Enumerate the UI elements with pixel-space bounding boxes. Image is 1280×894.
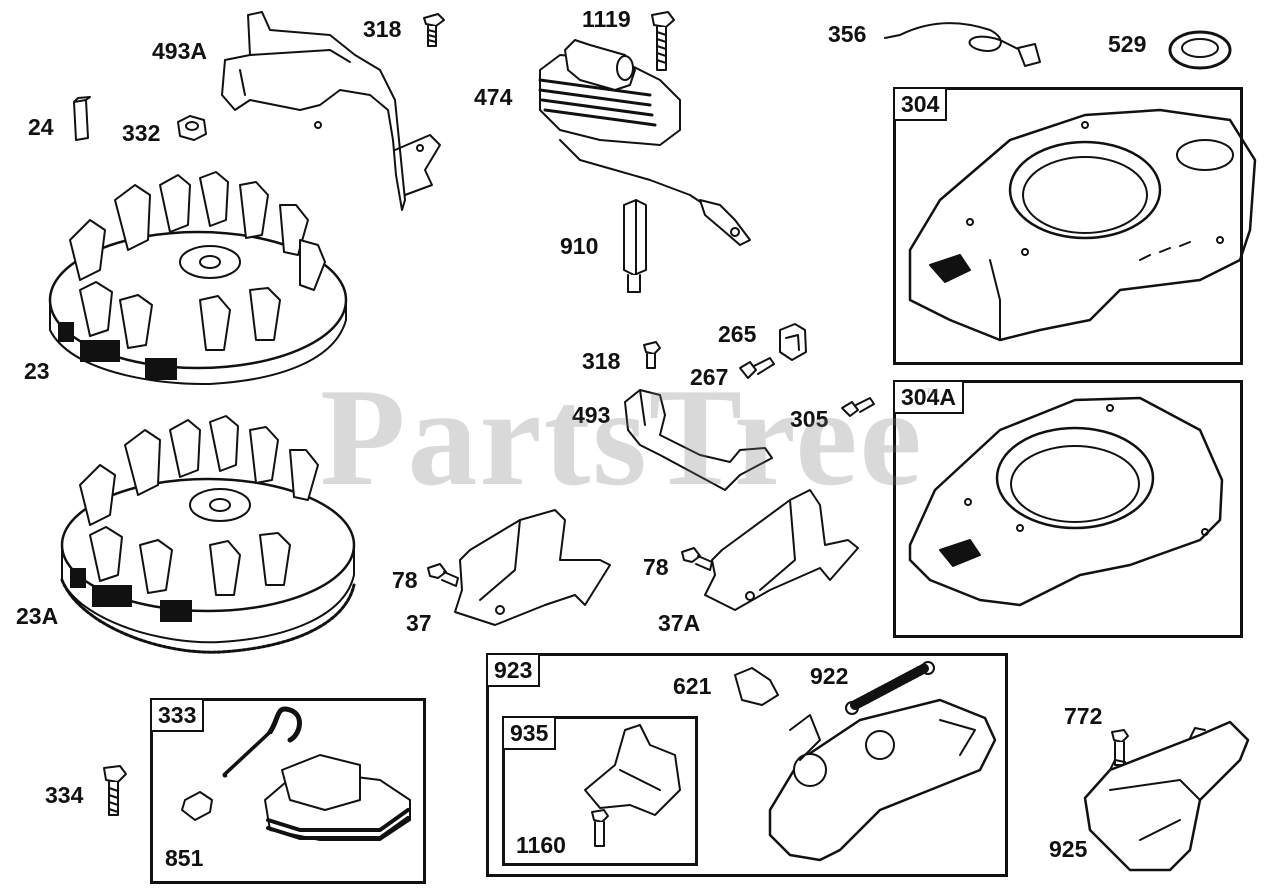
clip-265-part xyxy=(779,323,807,361)
air-guide-37A-part xyxy=(704,489,859,611)
screw-305-part xyxy=(841,397,875,417)
screw-78-left-part xyxy=(427,563,459,587)
blower-housing-304A-part xyxy=(908,396,1224,607)
label-621: 621 xyxy=(673,673,712,699)
label-529: 529 xyxy=(1108,31,1147,57)
frame-304 xyxy=(893,87,1243,365)
label-334: 334 xyxy=(45,782,84,808)
nut-332-part xyxy=(177,115,207,141)
screw-772-part xyxy=(1111,729,1129,766)
label-78-left: 78 xyxy=(392,567,418,593)
screw-318-middle-part xyxy=(643,341,661,369)
label-1160: 1160 xyxy=(516,832,566,858)
bracket-493-part xyxy=(624,389,773,491)
clip-621-part xyxy=(734,667,779,706)
label-24: 24 xyxy=(28,114,54,140)
grommet-529-part xyxy=(1168,30,1232,70)
label-267: 267 xyxy=(690,364,729,390)
label-37A: 37A xyxy=(658,610,701,636)
cover-925-part xyxy=(1083,720,1250,872)
label-318-top: 318 xyxy=(363,16,402,42)
screw-318-top-part xyxy=(423,13,445,47)
frame-935 xyxy=(502,716,698,866)
label-265: 265 xyxy=(718,321,757,347)
frame-333 xyxy=(150,698,426,884)
label-332: 332 xyxy=(122,120,161,146)
frame-923 xyxy=(486,653,1008,877)
bracket-935-part xyxy=(584,724,681,816)
label-318-middle: 318 xyxy=(582,348,621,374)
label-851: 851 xyxy=(165,845,204,871)
watermark-text: PartsTree xyxy=(320,360,924,515)
label-922: 922 xyxy=(810,663,849,689)
label-1119: 1119 xyxy=(582,6,631,32)
frame-304A xyxy=(893,380,1243,638)
label-305: 305 xyxy=(790,406,829,432)
shield-bracket-493A-part xyxy=(221,11,441,211)
screw-1160-part xyxy=(591,809,609,847)
spring-922-part xyxy=(845,661,935,715)
wire-356-part xyxy=(884,22,1041,67)
armature-474-part xyxy=(538,39,751,246)
box-label-304A: 304A xyxy=(893,380,964,414)
flywheel-23-part xyxy=(48,171,348,386)
label-78-right: 78 xyxy=(643,554,669,580)
air-guide-37-part xyxy=(454,509,611,626)
flywheel-23A-part xyxy=(60,415,356,654)
label-772: 772 xyxy=(1064,703,1103,729)
box-label-935: 935 xyxy=(502,716,557,750)
label-925: 925 xyxy=(1049,836,1088,862)
control-plate-923-part xyxy=(768,698,997,862)
label-23A: 23A xyxy=(16,603,59,629)
label-356: 356 xyxy=(828,21,867,47)
label-474: 474 xyxy=(474,84,513,110)
armature-333-part xyxy=(222,706,411,841)
spacer-910-part xyxy=(623,199,647,293)
box-label-304: 304 xyxy=(893,87,948,121)
key-24-part xyxy=(73,96,91,141)
screw-1119-part xyxy=(651,11,675,71)
label-23: 23 xyxy=(24,358,50,384)
screw-267-part xyxy=(739,357,775,379)
label-37: 37 xyxy=(406,610,432,636)
watermark-trademark: ™ xyxy=(925,385,939,401)
box-label-333: 333 xyxy=(150,698,205,732)
label-910: 910 xyxy=(560,233,599,259)
clip-851-part xyxy=(181,791,213,821)
box-label-923: 923 xyxy=(486,653,541,687)
label-493: 493 xyxy=(572,402,611,428)
label-493A: 493A xyxy=(152,38,207,64)
blower-housing-304-part xyxy=(908,108,1257,342)
screw-78-right-part xyxy=(681,547,713,571)
screw-334-part xyxy=(103,765,127,816)
